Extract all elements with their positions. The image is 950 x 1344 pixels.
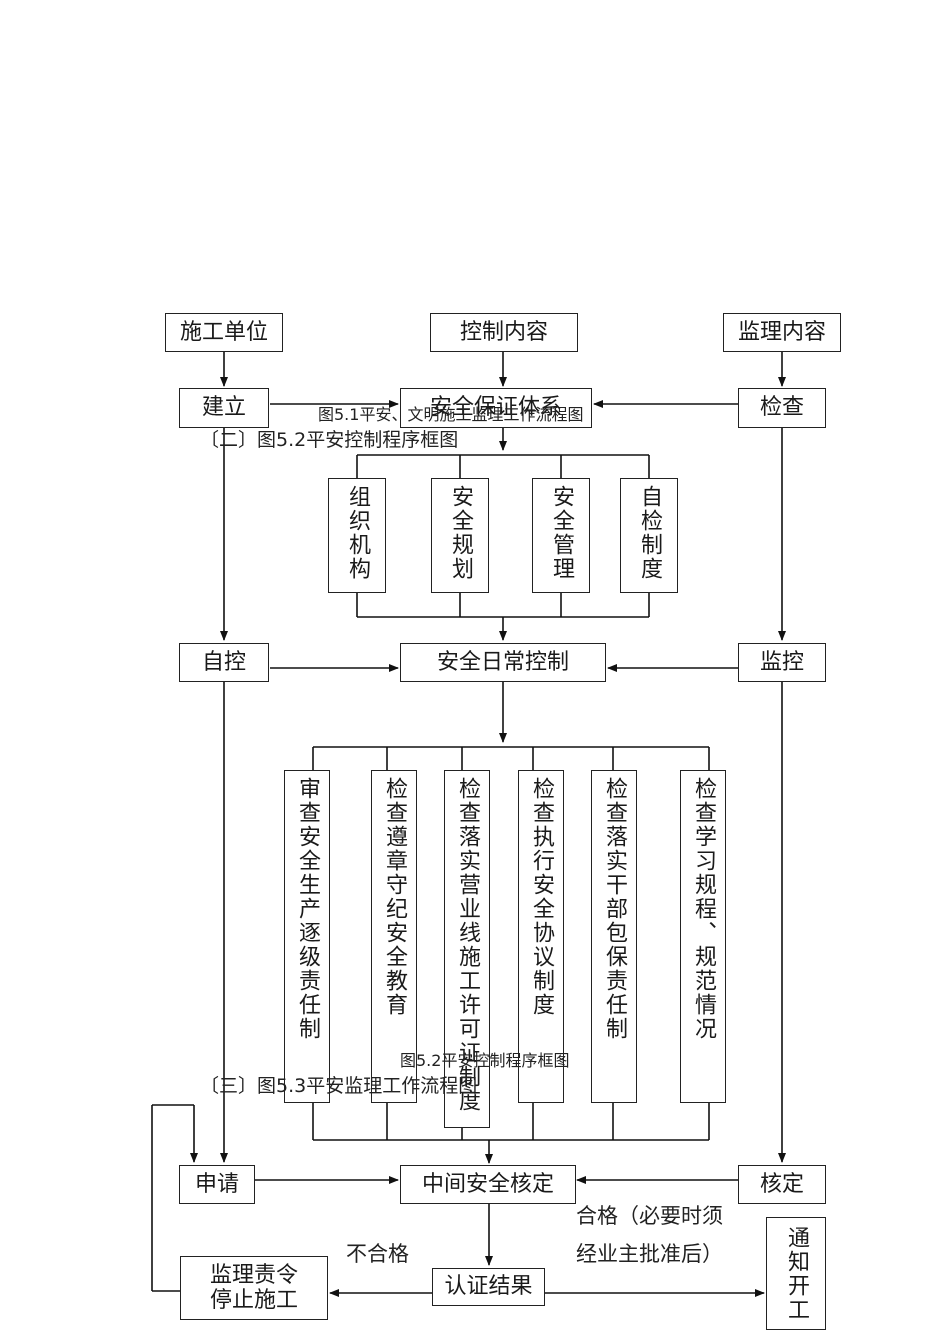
daily-item: 检查落实干部包保责任制 (591, 770, 637, 1103)
system-item-label: 安全规划 (448, 485, 473, 581)
monitor-box: 监控 (738, 643, 826, 682)
inspect-box: 检查 (738, 388, 826, 428)
pass-label-line1: 合格（必要时须 (576, 1204, 723, 1228)
supervision-content-header: 监理内容 (723, 313, 841, 352)
system-item: 自检制度 (620, 478, 678, 593)
notify-label: 通知开工 (784, 1226, 809, 1322)
daily-item: 检查执行安全协议制度 (518, 770, 564, 1103)
fail-label: 不合格 (346, 1242, 409, 1266)
safety-system-box: 安全保证体系 (400, 388, 592, 428)
section-heading: 〔三〕图5.3平安监理工作流程图 (200, 1075, 478, 1097)
daily-item: 检查学习规程、规范情况 (680, 770, 726, 1103)
daily-item-label: 审查安全生产逐级责任制 (295, 777, 320, 1041)
control-content-header: 控制内容 (430, 313, 578, 352)
daily-item-label: 检查学习规程、规范情况 (691, 777, 716, 1041)
daily-control-box: 安全日常控制 (400, 643, 606, 682)
system-item-label: 组织机构 (345, 485, 370, 581)
stop-order-box: 监理责令停止施工 (180, 1256, 328, 1320)
daily-item: 审查安全生产逐级责任制 (284, 770, 330, 1103)
section-heading: 〔二〕图5.2平安控制程序框图 (200, 429, 459, 451)
establish-box: 建立 (179, 388, 269, 428)
system-item: 安全规划 (431, 478, 489, 593)
figure-caption: 图5.1平安、文明施工监理工作流程图 (318, 405, 584, 424)
pass-label-line2: 经业主批准后） (576, 1242, 723, 1266)
daily-item: 检查遵章守纪安全教育 (371, 770, 417, 1103)
figure-caption: 图5.2平安控制程序框图 (400, 1051, 570, 1070)
notify-box: 通知开工 (766, 1217, 826, 1330)
daily-item-label: 检查执行安全协议制度 (529, 777, 554, 1017)
verify-box: 核定 (738, 1165, 826, 1204)
daily-item: 检查落实营业线施工许可证制度 (444, 770, 490, 1128)
result-box: 认证结果 (432, 1268, 545, 1306)
system-item: 组织机构 (328, 478, 386, 593)
mid-check-box: 中间安全核定 (400, 1165, 576, 1204)
system-item: 安全管理 (532, 478, 590, 593)
apply-box: 申请 (179, 1165, 255, 1204)
system-item-label: 安全管理 (549, 485, 574, 581)
daily-item-label: 检查遵章守纪安全教育 (382, 777, 407, 1017)
daily-item-label: 检查落实营业线施工许可证制度 (455, 777, 480, 1113)
system-item-label: 自检制度 (637, 485, 662, 581)
daily-item-label: 检查落实干部包保责任制 (602, 777, 627, 1041)
self-control-box: 自控 (179, 643, 269, 682)
contractor-header: 施工单位 (165, 313, 283, 352)
